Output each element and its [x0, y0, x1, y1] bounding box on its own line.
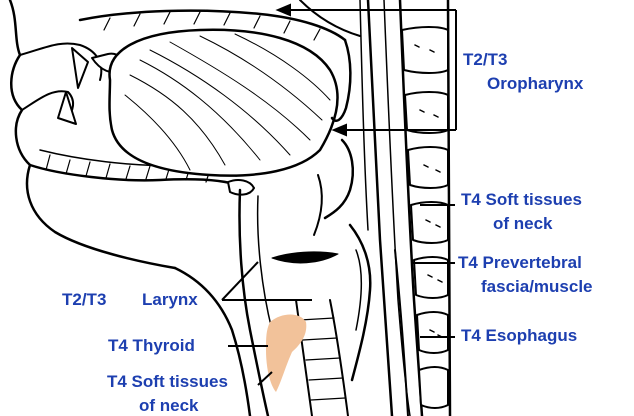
arrowhead-oropharynx-top [278, 5, 290, 15]
label-oropharynx-stage: T2/T3 [463, 50, 507, 70]
label-larynx-stage: T2/T3 [62, 290, 106, 310]
pharynx-posterior-wall [368, 0, 392, 416]
label-larynx-name: Larynx [142, 290, 198, 310]
upper-tooth [72, 48, 88, 88]
label-prevertebral-line1: T4 Prevertebral [458, 253, 582, 273]
vocal-cords [272, 252, 338, 263]
label-soft-tissue-right-line1: T4 Soft tissues [461, 190, 582, 210]
upper-lip [20, 43, 101, 80]
label-soft-tissue-left-line1: T4 Soft tissues [107, 372, 228, 392]
pharynx-posterior-wall-2 [360, 0, 368, 230]
epiglottis-2 [314, 175, 322, 235]
epiglottis [325, 140, 353, 218]
arrowhead-oropharynx-bottom [334, 125, 346, 135]
label-soft-tissue-right-line2: of neck [493, 214, 553, 234]
label-esophagus: T4 Esophagus [461, 326, 577, 346]
vertebra-2 [405, 92, 448, 133]
cricoid-inner [356, 250, 361, 330]
pointer-larynx-upper [222, 262, 258, 300]
label-soft-tissue-left-line2: of neck [139, 396, 199, 416]
vertebra-7 [419, 367, 448, 408]
larynx-inner [258, 196, 272, 330]
label-prevertebral-line2: fascia/muscle [481, 277, 593, 297]
trachea-rings [300, 318, 345, 400]
head-neck-sagittal-illustration [10, 0, 450, 416]
label-oropharynx-name: Oropharynx [487, 74, 583, 94]
thyroid-gland [266, 315, 306, 393]
label-thyroid: T4 Thyroid [108, 336, 195, 356]
vertebra-1 [402, 27, 448, 73]
vertebra-6 [417, 312, 448, 353]
